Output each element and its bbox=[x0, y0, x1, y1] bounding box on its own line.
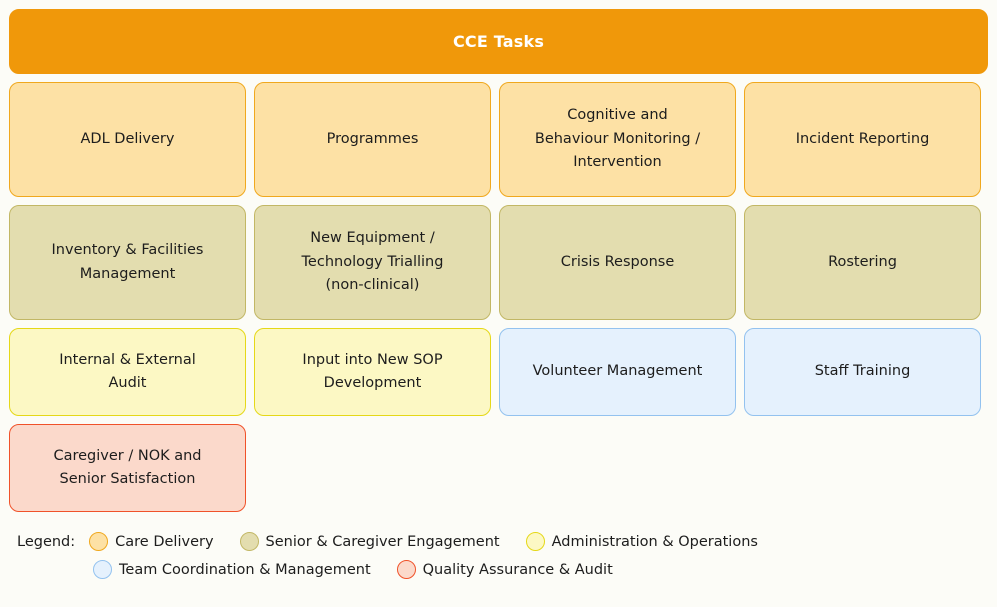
task-card-label: Rostering bbox=[828, 253, 897, 270]
legend-item-label: Administration & Operations bbox=[551, 533, 758, 550]
task-card-label: Staff Training bbox=[814, 363, 911, 380]
task-grid: ADL Delivery Programmes Cognitive and Be… bbox=[9, 82, 988, 512]
task-row-2: Inventory & Facilities Management New Eq… bbox=[9, 205, 988, 320]
task-row-3: Internal & External Audit Input into New… bbox=[9, 328, 988, 416]
task-card-label: Inventory & Facilities Management bbox=[51, 242, 204, 282]
task-card-caregiver-nok-senior-satisfaction[interactable]: Caregiver / NOK and Senior Satisfaction bbox=[9, 424, 246, 512]
task-card-label: Input into New SOP Development bbox=[302, 351, 443, 391]
legend-swatch-icon bbox=[93, 560, 112, 579]
legend-row-1: Legend: Care Delivery Senior & Caregiver… bbox=[17, 532, 988, 551]
task-card-internal-external-audit[interactable]: Internal & External Audit bbox=[9, 328, 246, 416]
task-card-inventory-facilities-management[interactable]: Inventory & Facilities Management bbox=[9, 205, 246, 320]
task-card-staff-training[interactable]: Staff Training bbox=[744, 328, 981, 416]
legend-swatch-icon bbox=[525, 532, 545, 551]
task-card-label: Cognitive and Behaviour Monitoring / Int… bbox=[534, 107, 701, 171]
task-card-label: New Equipment / Technology Trialling (no… bbox=[301, 230, 444, 294]
task-card-label: Caregiver / NOK and Senior Satisfaction bbox=[53, 447, 202, 487]
legend-row-2: Team Coordination & Management Quality A… bbox=[17, 560, 988, 579]
legend-item-care-delivery[interactable]: Care Delivery bbox=[89, 532, 214, 551]
task-card-volunteer-management[interactable]: Volunteer Management bbox=[499, 328, 736, 416]
legend-item-senior-caregiver-engagement[interactable]: Senior & Caregiver Engagement bbox=[239, 532, 500, 551]
legend-swatch-icon bbox=[239, 532, 259, 551]
legend-title: Legend: bbox=[17, 533, 76, 550]
task-card-label: Volunteer Management bbox=[532, 363, 703, 380]
legend-swatch-icon bbox=[89, 532, 109, 551]
legend-swatch-icon bbox=[396, 560, 416, 579]
legend-item-label: Care Delivery bbox=[115, 533, 214, 550]
legend-item-label: Team Coordination & Management bbox=[119, 561, 371, 578]
task-row-4: Caregiver / NOK and Senior Satisfaction bbox=[9, 424, 988, 512]
task-card-new-equipment-technology-trialling[interactable]: New Equipment / Technology Trialling (no… bbox=[254, 205, 491, 320]
task-card-rostering[interactable]: Rostering bbox=[744, 205, 981, 320]
page-title: CCE Tasks bbox=[452, 32, 545, 51]
task-card-crisis-response[interactable]: Crisis Response bbox=[499, 205, 736, 320]
legend-item-label: Senior & Caregiver Engagement bbox=[265, 533, 500, 550]
task-card-input-into-new-sop-development[interactable]: Input into New SOP Development bbox=[254, 328, 491, 416]
header-banner: CCE Tasks bbox=[9, 9, 988, 74]
task-card-incident-reporting[interactable]: Incident Reporting bbox=[744, 82, 981, 197]
legend-item-label: Quality Assurance & Audit bbox=[422, 561, 613, 578]
task-card-label: Internal & External Audit bbox=[59, 351, 196, 391]
task-row-1: ADL Delivery Programmes Cognitive and Be… bbox=[9, 82, 988, 197]
task-card-programmes[interactable]: Programmes bbox=[254, 82, 491, 197]
legend-item-quality-assurance-audit[interactable]: Quality Assurance & Audit bbox=[396, 560, 613, 579]
legend: Legend: Care Delivery Senior & Caregiver… bbox=[9, 532, 988, 579]
task-card-cognitive-behaviour-monitoring[interactable]: Cognitive and Behaviour Monitoring / Int… bbox=[499, 82, 736, 197]
task-card-label: Crisis Response bbox=[560, 253, 675, 270]
task-card-label: Incident Reporting bbox=[795, 130, 930, 147]
task-card-label: ADL Delivery bbox=[80, 130, 175, 147]
legend-item-administration-operations[interactable]: Administration & Operations bbox=[525, 532, 758, 551]
task-card-label: Programmes bbox=[326, 130, 419, 147]
task-card-adl-delivery[interactable]: ADL Delivery bbox=[9, 82, 246, 197]
legend-item-team-coordination-management[interactable]: Team Coordination & Management bbox=[93, 560, 371, 579]
